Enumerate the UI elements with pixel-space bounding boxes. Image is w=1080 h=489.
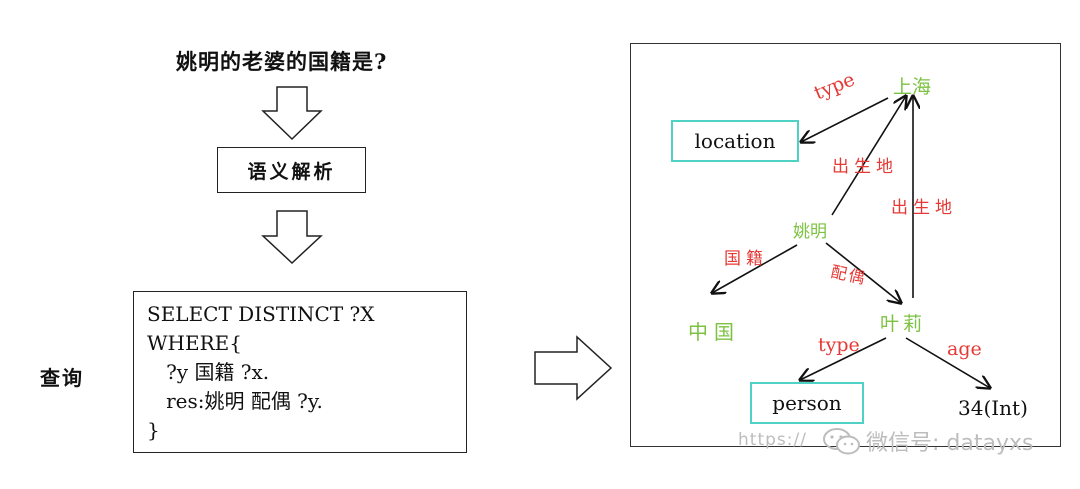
label-birthplace-right: 出生地 [891,198,957,218]
node-shanghai: 上海 [893,76,932,98]
label-type-bottom: type [818,334,860,356]
label-nationality: 国籍 [724,249,768,269]
node-yeli: 叶莉 [880,313,927,335]
wechat-icon [823,428,860,455]
edge-type-bottom [800,337,887,380]
query-line: ?y 国籍 ?x. [147,360,270,384]
sparql-query-box: SELECT DISTINCT ?X WHERE{ ?y 国籍 ?x. res:… [133,291,467,453]
label-birthplace-left: 出生地 [832,157,898,177]
edge-nationality [712,244,798,293]
query-line: } [147,418,160,442]
query-line: WHERE{ [147,331,242,355]
query-line: SELECT DISTINCT ?X [147,302,375,326]
label-age: age [947,338,982,360]
query-line: res:姚明 配偶 ?y. [147,389,323,413]
watermark-brand: 微信号: datayxs [866,431,1034,456]
watermark-url: https:// [738,430,807,450]
right-arrow [534,335,613,401]
node-yaoming: 姚明 [793,222,827,242]
node-location: location [671,120,799,162]
semantic-parse-step: 语义解析 [217,147,366,193]
edge-type-top [801,97,889,142]
down-arrow-2 [261,210,323,265]
edge-birthplace-left [831,96,906,216]
edge-age [905,337,990,388]
query-label: 查询 [40,366,84,390]
down-arrow-1 [261,86,323,141]
question-text: 姚明的老婆的国籍是? [176,49,388,74]
node-person: person [750,382,864,424]
edge-spouse [825,242,901,303]
node-age-value: 34(Int) [958,396,1028,420]
node-zhongguo: 中国 [688,320,740,344]
